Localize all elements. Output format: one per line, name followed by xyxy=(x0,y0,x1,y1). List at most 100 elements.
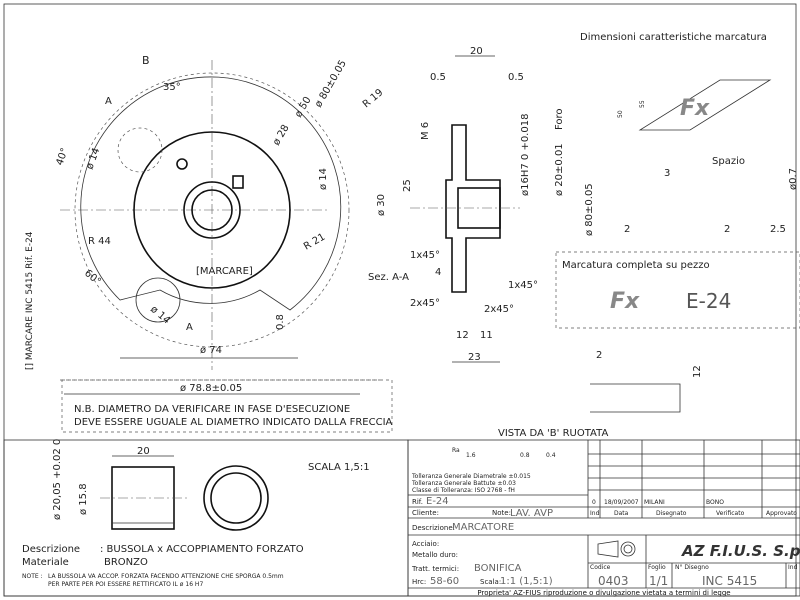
bushing-scale: SCALA 1,5:1 xyxy=(308,462,370,473)
projection-symbol-icon xyxy=(597,540,636,558)
mark-dim-2.5: 2.5 xyxy=(770,224,786,235)
label-foro: Foro xyxy=(554,108,565,130)
dim-d74: ø 74 xyxy=(200,345,222,356)
header-ind: Ind xyxy=(590,510,600,517)
marking-title: Dimensioni caratteristiche marcatura xyxy=(580,32,767,43)
trattamenti-value: BONIFICA xyxy=(474,563,522,574)
section-a-a: 20 0.5 0.5 M 6 Foro ø16H7 0 +0.018 ø 20±… xyxy=(368,46,595,363)
bushing-desc-label: Descrizione xyxy=(22,544,80,555)
top-view: B A A 35° 40° 60° ø 14 ø 14 ø 14 ø 80±0.… xyxy=(25,54,393,433)
tolerance-class: Classe di Tolleranza: ISO 2768 - fH xyxy=(412,487,515,494)
dim-d50: ø 50 xyxy=(293,95,314,120)
mark-dim-2b: 2 xyxy=(724,224,730,235)
hrc-value: 58-60 xyxy=(430,576,459,587)
svg-text:Fx: Fx xyxy=(610,289,640,314)
chamfer-2x45-left: 2x45° xyxy=(410,298,440,309)
dim-4: 4 xyxy=(435,267,441,278)
dim-d80-section: ø 80±0.05 xyxy=(584,183,595,236)
mark-dim-55: 55 xyxy=(639,100,646,108)
scala-value: 1:1 (1,5:1) xyxy=(500,576,553,587)
section-label: Sez. A-A xyxy=(368,272,409,283)
bushing-note-label: NOTE : xyxy=(22,573,43,580)
roughness-1.6: 1.6 xyxy=(466,452,476,459)
dim-0.5-left: 0.5 xyxy=(430,72,446,83)
foglio-value: 1/1 xyxy=(649,574,668,588)
bushing-dim-20: 20 xyxy=(137,446,150,457)
bushing-desc-value: : BUSSOLA x ACCOPPIAMENTO FORZATO xyxy=(100,544,304,555)
tolerance-battute: Tolleranza Generale Battute ±0.03 xyxy=(411,480,516,487)
n-disegno-label: N° Disegno xyxy=(675,564,709,571)
view-b-label: VISTA DA 'B' RUOTATA xyxy=(498,428,608,439)
roughness-08: 0.8 xyxy=(275,314,286,330)
dim-25: 25 xyxy=(402,179,413,192)
dim-12: 12 xyxy=(456,330,469,341)
dim-r19: R 19 xyxy=(361,87,386,110)
company-logo: AZ F.I.U.S. S.p.A. xyxy=(681,542,800,560)
title-block: Ra 1.6 0.8 0.4 Tolleranza Generale Diame… xyxy=(407,439,800,597)
view-b-dim-2: 2 xyxy=(596,350,602,361)
dim-d28: ø 28 xyxy=(271,123,292,148)
dim-d30: ø 30 xyxy=(376,194,387,216)
header-data: Data xyxy=(614,510,629,517)
roughness-0.8: 0.8 xyxy=(520,452,530,459)
codice-value: 0403 xyxy=(598,574,629,588)
dim-23: 23 xyxy=(468,352,481,363)
note-label: Note: xyxy=(492,509,511,517)
metallo-duro-label: Metallo duro: xyxy=(412,551,458,559)
angle-35: 35° xyxy=(163,82,181,93)
bushing-note-2: PER PARTE PER POI ESSERE RETTIFICATO IL … xyxy=(48,581,203,588)
mark-dim-3: 3 xyxy=(664,168,670,179)
rif-value: E-24 xyxy=(426,496,449,507)
marking-details: Dimensioni caratteristiche marcatura Fx … xyxy=(498,32,800,439)
codice-label: Codice xyxy=(590,564,611,571)
complete-marking-title: Marcatura completa su pezzo xyxy=(562,260,710,271)
dim-d80: ø 80±0.05 xyxy=(313,58,349,109)
tolerance-diametral: Tolleranza Generale Diametrale ±0.015 xyxy=(411,473,531,480)
complete-marking-text: E-24 xyxy=(686,289,731,313)
mark-dim-50: 50 xyxy=(617,110,624,118)
dim-r44: R 44 xyxy=(88,236,111,247)
note-value: LAV. AVP xyxy=(510,508,553,519)
foglio-label: Foglio xyxy=(648,564,666,571)
bushing-note-1: LA BUSSOLA VA ACCOP. FORZATA FACENDO ATT… xyxy=(48,573,284,580)
rev-drawn: MILANI xyxy=(644,499,665,506)
chamfer-2x45-right: 2x45° xyxy=(484,304,514,315)
angle-40: 40° xyxy=(54,147,70,167)
dim-width-20: 20 xyxy=(470,46,483,57)
marking-area-label: [MARCARE] xyxy=(196,266,253,277)
svg-text:Fx: Fx xyxy=(680,96,710,121)
roughness-ra-label: Ra xyxy=(452,447,460,454)
ind-label: Ind xyxy=(788,564,798,571)
dim-r21: R 21 xyxy=(302,232,327,253)
label-spazio: Spazio xyxy=(712,156,745,167)
rev-checked: BONO xyxy=(706,499,724,506)
dim-m6: M 6 xyxy=(420,122,431,140)
side-marking-note: [] MARCARE INC 5415 Rif. E-24 xyxy=(25,231,35,370)
label-b: B xyxy=(142,54,150,67)
rev-ind: 0 xyxy=(592,499,596,506)
nb-note-line2: DEVE ESSERE UGUALE AL DIAMETRO INDICATO … xyxy=(74,417,393,428)
header-approvato: Approvato xyxy=(766,510,797,517)
bushing-material-value: BRONZO xyxy=(104,557,148,568)
rev-date: 18/09/2007 xyxy=(604,499,639,506)
mark-dim-d07: ø0.7 xyxy=(788,168,799,190)
mark-dim-2a: 2 xyxy=(624,224,630,235)
dim-d20: ø 20±0.01 xyxy=(554,143,565,196)
hrc-label: Hrc: xyxy=(412,578,426,586)
footer-property-note: Proprieta' AZ-FIUS riproduzione o divulg… xyxy=(477,589,730,597)
roughness-0.4: 0.4 xyxy=(546,452,556,459)
n-disegno-value: INC 5415 xyxy=(702,574,757,588)
trattamenti-label: Tratt. termici: xyxy=(411,565,459,573)
description-label: Descrizione: xyxy=(412,524,455,532)
bushing-detail: 20 ø 20,05 +0.02 0 ø 15.8 SCALA 1,5:1 De… xyxy=(3,439,409,597)
bushing-material-label: Materiale xyxy=(22,557,69,568)
dim-d14-left: ø 14 xyxy=(84,147,102,171)
rif-label: Rif. xyxy=(412,498,423,506)
bushing-dim-d2005: ø 20,05 +0.02 0 xyxy=(52,439,63,520)
scala-label: Scala: xyxy=(480,578,501,586)
dim-d78: ø 78.8±0.05 xyxy=(180,383,242,394)
acciaio-label: Acciaio: xyxy=(412,540,439,548)
header-verificato: Verificato xyxy=(716,510,745,517)
view-b-dim-12: 12 xyxy=(692,365,703,378)
